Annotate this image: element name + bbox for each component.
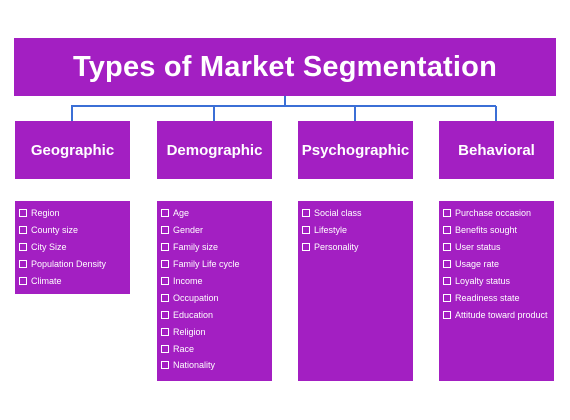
list-item: Attitude toward product [443, 306, 554, 323]
list-item-label: Gender [173, 225, 204, 236]
checkbox-bullet-icon [19, 209, 27, 218]
checkbox-bullet-icon [161, 310, 169, 319]
checkbox-bullet-icon [443, 209, 451, 218]
heading-behavioral: Behavioral [439, 121, 554, 179]
checkbox-bullet-icon [443, 310, 451, 319]
list-item-label: Occupation [173, 292, 219, 303]
list-item: Loyalty status [443, 273, 554, 290]
checkbox-bullet-icon [443, 277, 451, 285]
checkbox-bullet-icon [161, 293, 169, 302]
list-item: Population Density [19, 256, 130, 273]
checkbox-bullet-icon [161, 277, 169, 285]
list-item-label: Purchase occasion [455, 208, 532, 219]
checkbox-bullet-icon [19, 260, 27, 269]
list-item-label: Family size [173, 242, 219, 253]
diagram-title: Types of Market Segmentation [14, 38, 556, 96]
list-item: City Size [19, 239, 130, 256]
list-item: Family size [161, 239, 272, 256]
list-item: Personality [302, 239, 413, 256]
list-item-label: Nationality [173, 360, 216, 371]
checkbox-bullet-icon [443, 293, 451, 302]
list-item-label: Loyalty status [455, 276, 511, 286]
list-item-label: Region [31, 208, 60, 219]
checkbox-bullet-icon [302, 209, 310, 218]
checkbox-bullet-icon [302, 226, 310, 235]
list-item: Climate [19, 273, 130, 290]
list-item: Social class [302, 205, 413, 222]
list-item-label: Family Life cycle [173, 259, 240, 270]
list-item: Religion [161, 323, 272, 340]
list-item-label: Attitude toward product [455, 309, 548, 320]
list-item-label: City Size [31, 242, 67, 253]
checkbox-bullet-icon [161, 327, 169, 336]
list-item: Education [161, 306, 272, 323]
list-item-label: Religion [173, 326, 206, 337]
list-item-label: Income [173, 276, 203, 286]
list-item-label: County size [31, 225, 79, 236]
list-item: Purchase occasion [443, 205, 554, 222]
list-item-label: Age [173, 208, 190, 219]
list-item: Nationality [161, 357, 272, 374]
checkbox-bullet-icon [161, 226, 169, 235]
checkbox-bullet-icon [161, 243, 169, 252]
list-item-label: Climate [31, 276, 62, 286]
list-item-label: Lifestyle [314, 225, 348, 236]
list-item-label: User status [455, 242, 501, 253]
checkbox-bullet-icon [443, 226, 451, 235]
checkbox-bullet-icon [443, 260, 451, 269]
list-item-label: Benefits sought [455, 225, 518, 236]
checkbox-bullet-icon [161, 209, 169, 218]
list-item-label: Personality [314, 242, 359, 253]
list-item: User status [443, 239, 554, 256]
list-item-label: Race [173, 343, 195, 354]
list-item: Lifestyle [302, 222, 413, 239]
checkbox-bullet-icon [161, 361, 169, 370]
list-item-label: Population Density [31, 259, 107, 270]
checkbox-bullet-icon [19, 226, 27, 235]
checkbox-bullet-icon [302, 243, 310, 252]
list-item-label: Readiness state [455, 292, 520, 303]
list-item-label: Social class [314, 208, 362, 219]
list-item: County size [19, 222, 130, 239]
heading-psychographic: Psychographic [298, 121, 413, 179]
checkbox-bullet-icon [161, 260, 169, 269]
list-item: Region [19, 205, 130, 222]
list-item: Occupation [161, 289, 272, 306]
list-item: Readiness state [443, 289, 554, 306]
heading-demographic: Demographic [157, 121, 272, 179]
list-item: Income [161, 273, 272, 290]
list-item: Race [161, 340, 272, 357]
list-item: Benefits sought [443, 222, 554, 239]
list-item: Family Life cycle [161, 256, 272, 273]
list-item: Age [161, 205, 272, 222]
checkbox-bullet-icon [161, 344, 169, 353]
list-item-label: Education [173, 309, 214, 320]
heading-geographic: Geographic [15, 121, 130, 179]
list-item: Usage rate [443, 256, 554, 273]
checkbox-bullet-icon [19, 277, 27, 285]
checkbox-bullet-icon [443, 243, 451, 252]
list-item-label: Usage rate [455, 259, 500, 270]
checkbox-bullet-icon [19, 243, 27, 252]
list-item: Gender [161, 222, 272, 239]
